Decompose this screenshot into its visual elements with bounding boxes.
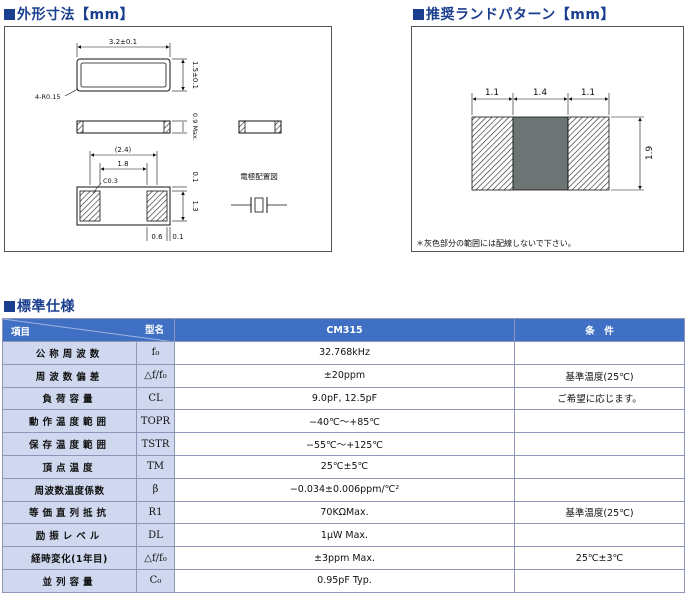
- row-item: 並列容量: [2, 568, 137, 593]
- table-row: 頂点温度 TM 25℃±5℃: [2, 454, 685, 479]
- inner-dimension-label: 1.8: [117, 160, 128, 168]
- land-pattern-drawing: 1.1 1.4 1.1 1.9: [471, 88, 655, 191]
- row-condition: [514, 523, 685, 548]
- package-side-view: [76, 120, 171, 134]
- land-pad-right: [567, 116, 610, 191]
- pad-gap-label: 0.1: [172, 233, 183, 241]
- table-row: 周波数偏差 △f/f₀ ±20ppm 基準温度(25℃): [2, 363, 685, 388]
- spec-table-header: 項目 型名 CM315 条 件: [2, 318, 685, 342]
- row-condition: ご希望に応じます。: [514, 386, 685, 411]
- table-row: 励振レベル DL 1μW Max.: [2, 523, 685, 548]
- table-row: 公称周波数 f₀ 32.768kHz: [2, 341, 685, 365]
- row-symbol: TOPR: [136, 409, 175, 434]
- row-symbol: TM: [136, 454, 175, 479]
- row-value: ±20ppm: [174, 363, 515, 388]
- table-row: 保存温度範囲 TSTR −55℃～+125℃: [2, 432, 685, 456]
- header-item: 項目: [11, 327, 31, 338]
- row-item: 頂点温度: [2, 454, 137, 479]
- row-item: 励振レベル: [2, 523, 137, 548]
- row-value: 1μW Max.: [174, 523, 515, 548]
- electrode-diagram-label: 電極配置図: [240, 171, 278, 181]
- offset-top-label: 0.1: [191, 171, 199, 182]
- land-pattern-panel: 1.1 1.4 1.1 1.9 ＊灰色部分の範囲には配線しないで下さい。: [411, 26, 684, 252]
- land-pattern-note: ＊灰色部分の範囲には配線しないで下さい。: [416, 239, 576, 248]
- table-row: 周波数温度係数 β −0.034±0.006ppm/℃²: [2, 477, 685, 502]
- row-symbol: TSTR: [136, 432, 175, 456]
- row-symbol: f₀: [136, 341, 175, 365]
- row-item: 経時変化(1年目): [2, 546, 137, 570]
- pitch-dimension-label: (2.4): [115, 146, 132, 154]
- table-row: 等価直列抵抗 R1 70KΩMax. 基準温度(25℃): [2, 500, 685, 525]
- row-condition: 基準温度(25℃): [514, 500, 685, 525]
- row-condition: 基準温度(25℃): [514, 363, 685, 388]
- pad-width-label: 0.6: [151, 233, 163, 241]
- row-symbol: CL: [136, 386, 175, 411]
- land-height-label: 1.9: [645, 146, 655, 161]
- header-value: CM315: [174, 318, 515, 342]
- table-row: 動作温度範囲 TOPR −40℃～+85℃: [2, 409, 685, 434]
- row-symbol: R1: [136, 500, 175, 525]
- land-pad-left: [471, 116, 514, 191]
- row-item: 保存温度範囲: [2, 432, 137, 456]
- package-top-view: [76, 58, 171, 92]
- row-value: −55℃～+125℃: [174, 432, 515, 456]
- table-row: 負荷容量 CL 9.0pF, 12.5pF ご希望に応じます。: [2, 386, 685, 411]
- header-item-model-cell: 項目 型名: [2, 318, 175, 342]
- row-item: 等価直列抵抗: [2, 500, 137, 525]
- land-right-width-label: 1.1: [581, 88, 595, 98]
- crystal-symbol-icon: [231, 197, 287, 213]
- square-bullet-icon: [4, 301, 15, 312]
- dimensions-drawing: 3.2±0.1 1.5±0.1 4-R0.15 0.9 Max. (2.4): [35, 38, 287, 241]
- row-condition: [514, 477, 685, 502]
- height-dimension-label: 0.9 Max.: [191, 113, 199, 141]
- row-item: 動作温度範囲: [2, 409, 137, 434]
- chamfer-label: C0.3: [103, 177, 118, 185]
- row-item: 周波数温度係数: [2, 477, 137, 502]
- row-condition: [514, 409, 685, 434]
- row-symbol: β: [136, 477, 175, 502]
- land-left-width-label: 1.1: [485, 88, 499, 98]
- square-bullet-icon: [4, 9, 15, 20]
- row-value: −40℃～+85℃: [174, 409, 515, 434]
- row-item: 公称周波数: [2, 341, 137, 365]
- square-bullet-icon: [413, 9, 424, 20]
- land-center-width-label: 1.4: [533, 88, 548, 98]
- row-value: 25℃±5℃: [174, 454, 515, 479]
- table-row: 経時変化(1年目) △f/f₀ ±3ppm Max. 25℃±3℃: [2, 546, 685, 570]
- length-dimension-label: 3.2±0.1: [109, 38, 137, 46]
- row-condition: [514, 454, 685, 479]
- row-item: 周波数偏差: [2, 363, 137, 388]
- row-symbol: C₀: [136, 568, 175, 593]
- row-condition: [514, 341, 685, 365]
- radius-label: 4-R0.15: [35, 93, 60, 101]
- table-row: 並列容量 C₀ 0.95pF Typ.: [2, 568, 685, 593]
- row-symbol: △f/f₀: [136, 363, 175, 388]
- dimensions-drawing-panel: 3.2±0.1 1.5±0.1 4-R0.15 0.9 Max. (2.4): [4, 26, 332, 252]
- header-condition: 条 件: [514, 318, 685, 342]
- header-model: 型名: [144, 325, 164, 336]
- row-value: −0.034±0.006ppm/℃²: [174, 477, 515, 502]
- row-symbol: △f/f₀: [136, 546, 175, 570]
- row-value: 70KΩMax.: [174, 500, 515, 525]
- bottom-pad-right: [146, 190, 168, 222]
- land-keepout-area: [512, 116, 569, 191]
- width-dimension-label: 1.5±0.1: [191, 61, 199, 89]
- spec-table: 項目 型名 CM315 条 件 公称周波数 f₀ 32.768kHz 周波数偏差…: [2, 318, 685, 593]
- row-condition: [514, 568, 685, 593]
- spec-section-title: 標準仕様: [4, 296, 75, 316]
- row-symbol: DL: [136, 523, 175, 548]
- row-item: 負荷容量: [2, 386, 137, 411]
- row-value: 9.0pF, 12.5pF: [174, 386, 515, 411]
- row-value: 32.768kHz: [174, 341, 515, 365]
- dimensions-section-title: 外形寸法【mm】: [4, 4, 134, 24]
- row-condition: 25℃±3℃: [514, 546, 685, 570]
- row-value: 0.95pF Typ.: [174, 568, 515, 593]
- row-value: ±3ppm Max.: [174, 546, 515, 570]
- pad-height-label: 1.3: [191, 200, 199, 211]
- land-pattern-section-title: 推奨ランドパターン【mm】: [413, 4, 615, 24]
- bottom-pad-left: [79, 190, 101, 222]
- row-condition: [514, 432, 685, 456]
